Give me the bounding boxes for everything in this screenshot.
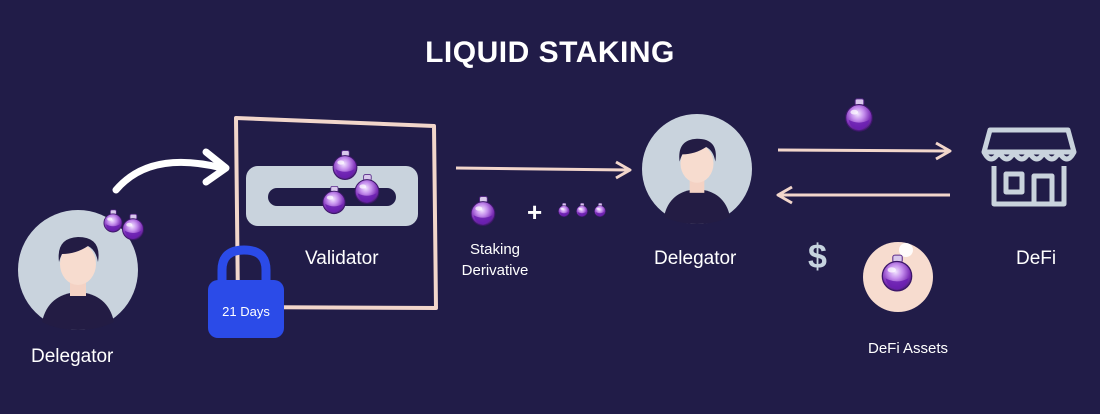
staking-derivative-line1: Staking xyxy=(469,241,521,258)
curved-arrow xyxy=(112,158,226,194)
delegator-left-label: Delegator xyxy=(31,346,114,367)
defi-assets-label: DeFi Assets xyxy=(868,340,949,357)
defi-arrows xyxy=(776,141,952,205)
small-tokens xyxy=(558,202,606,218)
staking-derivative-token xyxy=(470,196,496,226)
staking-derivative-line2: Derivative xyxy=(461,262,529,279)
dollar-icon: $ xyxy=(808,238,827,276)
plus-sign: + xyxy=(527,197,543,227)
staking-derivative-label: Staking Derivative xyxy=(455,239,535,281)
arrow-to-delegator xyxy=(455,166,629,172)
delegator-right-label: Delegator xyxy=(654,248,737,269)
curved-arrowhead xyxy=(202,148,230,186)
defi-label: DeFi xyxy=(1016,248,1057,269)
defi-top-token xyxy=(845,98,873,132)
padlock-icon xyxy=(208,245,284,338)
storefront-icon xyxy=(981,127,1077,207)
validator-label: Validator xyxy=(305,248,379,269)
lock-period-label: 21 Days xyxy=(222,304,270,319)
defi-assets-badge xyxy=(863,242,933,312)
validator-box xyxy=(234,116,438,310)
delegator-right-avatar xyxy=(642,114,752,224)
diagram-title: LIQUID STAKING xyxy=(425,36,675,69)
